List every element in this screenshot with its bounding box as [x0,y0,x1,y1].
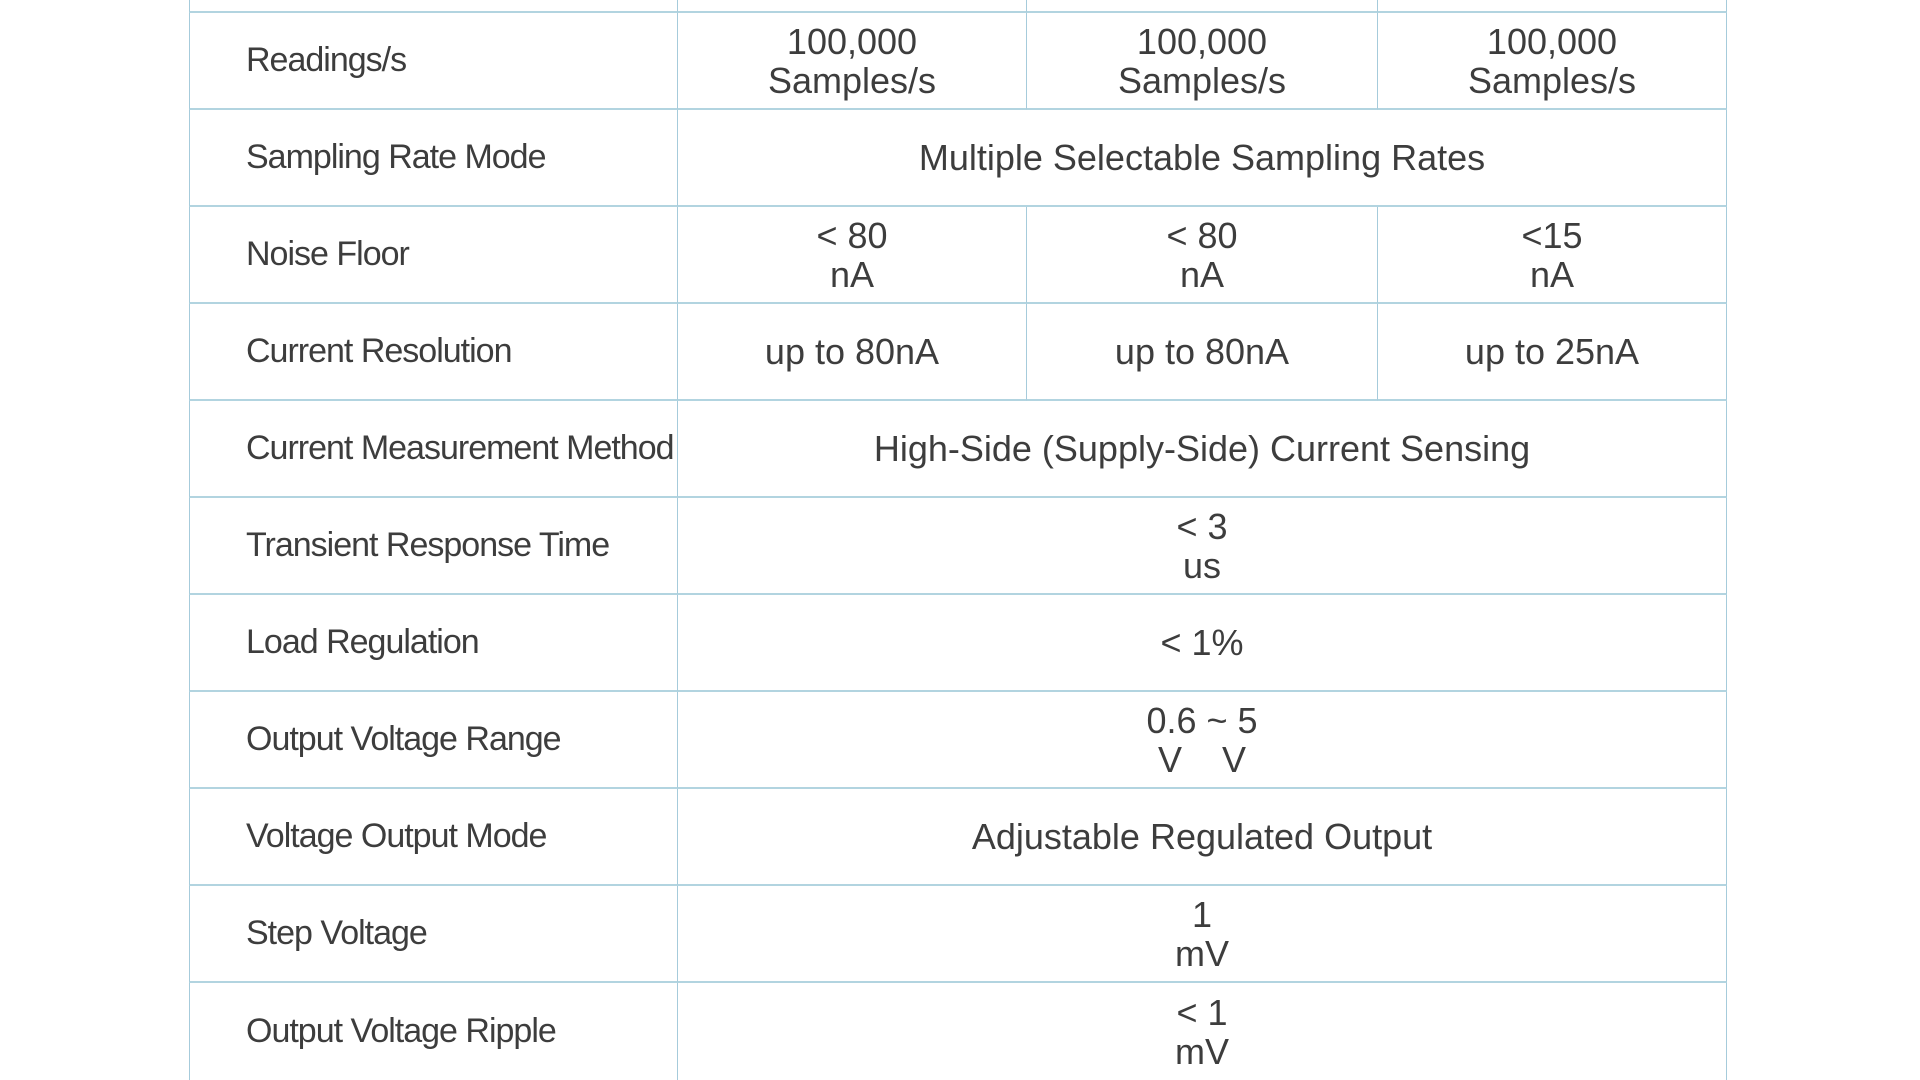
spacer-cell [678,0,1027,13]
spec-value-cell: 0.6 ~ 5 V V [678,692,1727,789]
spacer-cell [189,0,678,13]
spec-value-cell: 100,000 Samples/s [1378,13,1727,110]
spacer-cell [1378,0,1727,13]
spec-value-cell: < 80 nA [1027,207,1378,304]
spec-value-cell: Multiple Selectable Sampling Rates [678,110,1727,207]
spec-value-cell: < 3 us [678,498,1727,595]
spec-row-label: Output Voltage Ripple [189,983,678,1080]
spec-row-label: Step Voltage [189,886,678,983]
spec-value-cell: up to 25nA [1378,304,1727,401]
spec-value-cell: 100,000 Samples/s [1027,13,1378,110]
spec-value-cell: High-Side (Supply-Side) Current Sensing [678,401,1727,498]
spec-value-cell: < 1 mV [678,983,1727,1080]
spec-value-cell: < 1% [678,595,1727,692]
spec-value-cell: Adjustable Regulated Output [678,789,1727,886]
spacer-cell [1027,0,1378,13]
spec-value-cell: up to 80nA [1027,304,1378,401]
spec-value-cell: up to 80nA [678,304,1027,401]
spec-value-cell: 100,000 Samples/s [678,13,1027,110]
spec-value-cell: 1 mV [678,886,1727,983]
spec-row-label: Voltage Output Mode [189,789,678,886]
spec-row-label: Load Regulation [189,595,678,692]
spec-row-label: Transient Response Time [189,498,678,595]
spec-value-cell: <15 nA [1378,207,1727,304]
spec-row-label: Sampling Rate Mode [189,110,678,207]
spec-row-label: Noise Floor [189,207,678,304]
spec-row-label: Readings/s [189,13,678,110]
spec-row-label: Current Resolution [189,304,678,401]
spec-row-label: Output Voltage Range [189,692,678,789]
spec-value-cell: < 80 nA [678,207,1027,304]
spec-row-label: Current Measurement Method [189,401,678,498]
